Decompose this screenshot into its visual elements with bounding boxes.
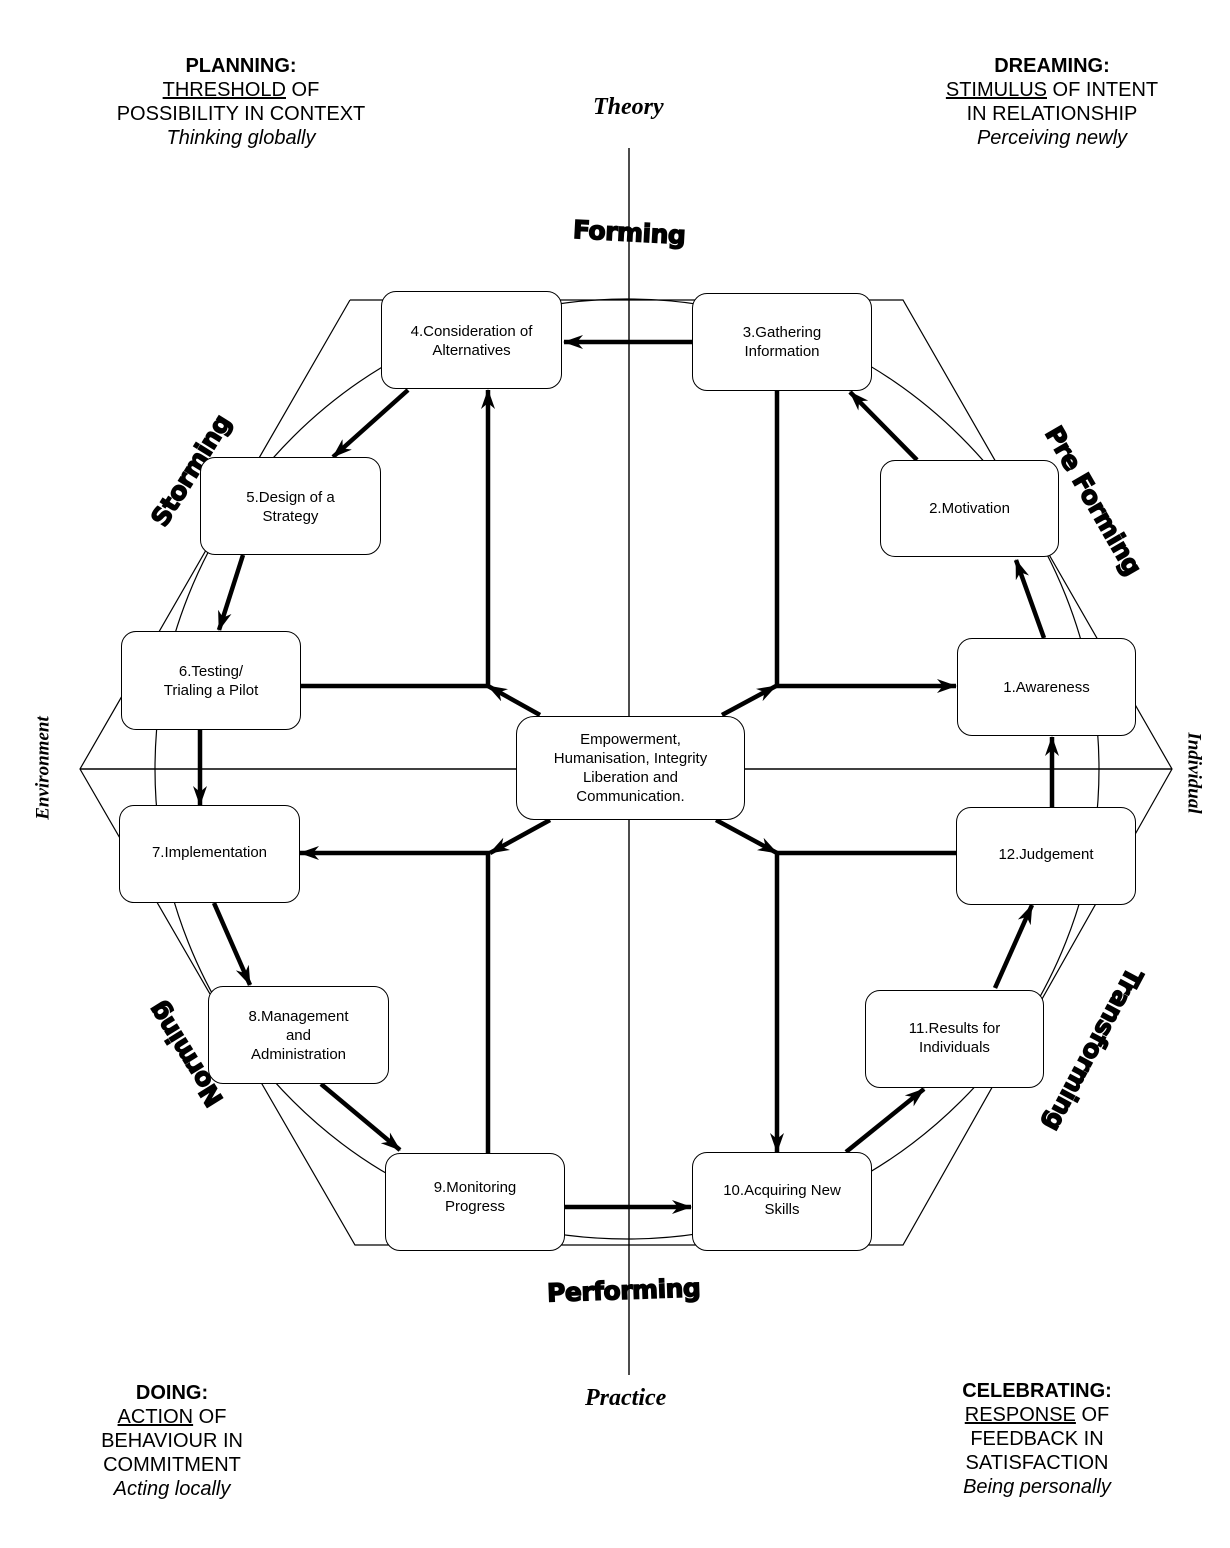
connector-9-to-7 bbox=[299, 846, 491, 1153]
center-values-box: Empowerment, Humanisation, Integrity Lib… bbox=[516, 716, 745, 820]
quadrant-title: CELEBRATING: bbox=[962, 1380, 1112, 1402]
arrow-1-to-2 bbox=[1013, 559, 1047, 639]
arrow-2-to-3 bbox=[848, 390, 919, 462]
axis-label-individual: Individual bbox=[1183, 732, 1205, 814]
step-node-implementation[interactable]: 7.Implementation bbox=[119, 805, 300, 903]
quadrant-keyword: THRESHOLD bbox=[162, 79, 286, 101]
arrow-7-to-8 bbox=[211, 902, 253, 986]
quadrant-dreaming: DREAMING: STIMULUS OF INTENT IN RELATION… bbox=[922, 54, 1182, 150]
center-line: Empowerment, bbox=[580, 731, 681, 748]
outer-hexagon bbox=[79, 299, 1173, 1246]
hub-arrow-lower-left bbox=[488, 818, 552, 855]
arrow-8-to-9 bbox=[319, 1082, 402, 1152]
quadrant-celebrating: CELEBRATING: RESPONSE OF FEEDBACK IN SAT… bbox=[937, 1379, 1137, 1499]
center-line: Communication. bbox=[576, 788, 685, 805]
arrow-11-to-12 bbox=[992, 904, 1035, 989]
quadrant-keyword: STIMULUS bbox=[945, 79, 1047, 101]
quadrant-title: DOING: bbox=[135, 1382, 209, 1404]
quadrant-title: PLANNING: bbox=[185, 55, 297, 77]
stage-label-performing: Performing bbox=[546, 1273, 702, 1309]
arrow-4-to-5 bbox=[331, 388, 410, 459]
axis-label-practice: Practice bbox=[585, 1385, 667, 1411]
axis-label-theory: Theory bbox=[593, 94, 664, 120]
connector-3-to-1 bbox=[774, 390, 957, 693]
axis-label-environment: Environment bbox=[32, 716, 54, 820]
step-node-judgement[interactable]: 12.Judgement bbox=[956, 807, 1136, 905]
hub-arrow-lower-right bbox=[714, 818, 779, 855]
center-line: Liberation and bbox=[582, 769, 679, 786]
quadrant-keyword: ACTION bbox=[117, 1406, 194, 1428]
stage-label-forming: Forming bbox=[572, 214, 687, 250]
quadrant-doing: DOING: ACTION OF BEHAVIOUR IN COMMITMENT… bbox=[72, 1381, 272, 1501]
step-node-motivation[interactable]: 2.Motivation bbox=[880, 460, 1059, 557]
inner-cycle-ellipse bbox=[154, 298, 1100, 1240]
quadrant-title: DREAMING: bbox=[994, 55, 1110, 77]
connector-6-to-4 bbox=[300, 389, 495, 689]
hub-arrow-upper-left bbox=[486, 684, 542, 717]
quadrant-subtitle: Perceiving newly bbox=[976, 127, 1128, 149]
arrow-5-to-6 bbox=[216, 554, 246, 631]
quadrant-keyword: RESPONSE bbox=[964, 1404, 1076, 1426]
quadrant-planning: PLANNING: THRESHOLD OF POSSIBILITY IN CO… bbox=[100, 54, 382, 150]
center-line: Humanisation, Integrity bbox=[553, 750, 708, 767]
quadrant-subtitle: Thinking globally bbox=[166, 127, 316, 149]
arrow-10-to-11 bbox=[844, 1087, 926, 1154]
step-node-awareness[interactable]: 1.Awareness bbox=[957, 638, 1136, 736]
hub-arrow-upper-right bbox=[720, 684, 778, 717]
connector-12-to-10 bbox=[770, 850, 956, 1153]
step-node-testing-trialing-a-pilot[interactable]: 6.Testing/Trialing a Pilot bbox=[121, 631, 301, 730]
quadrant-subtitle: Acting locally bbox=[113, 1478, 231, 1500]
quadrant-subtitle: Being personally bbox=[963, 1476, 1111, 1498]
